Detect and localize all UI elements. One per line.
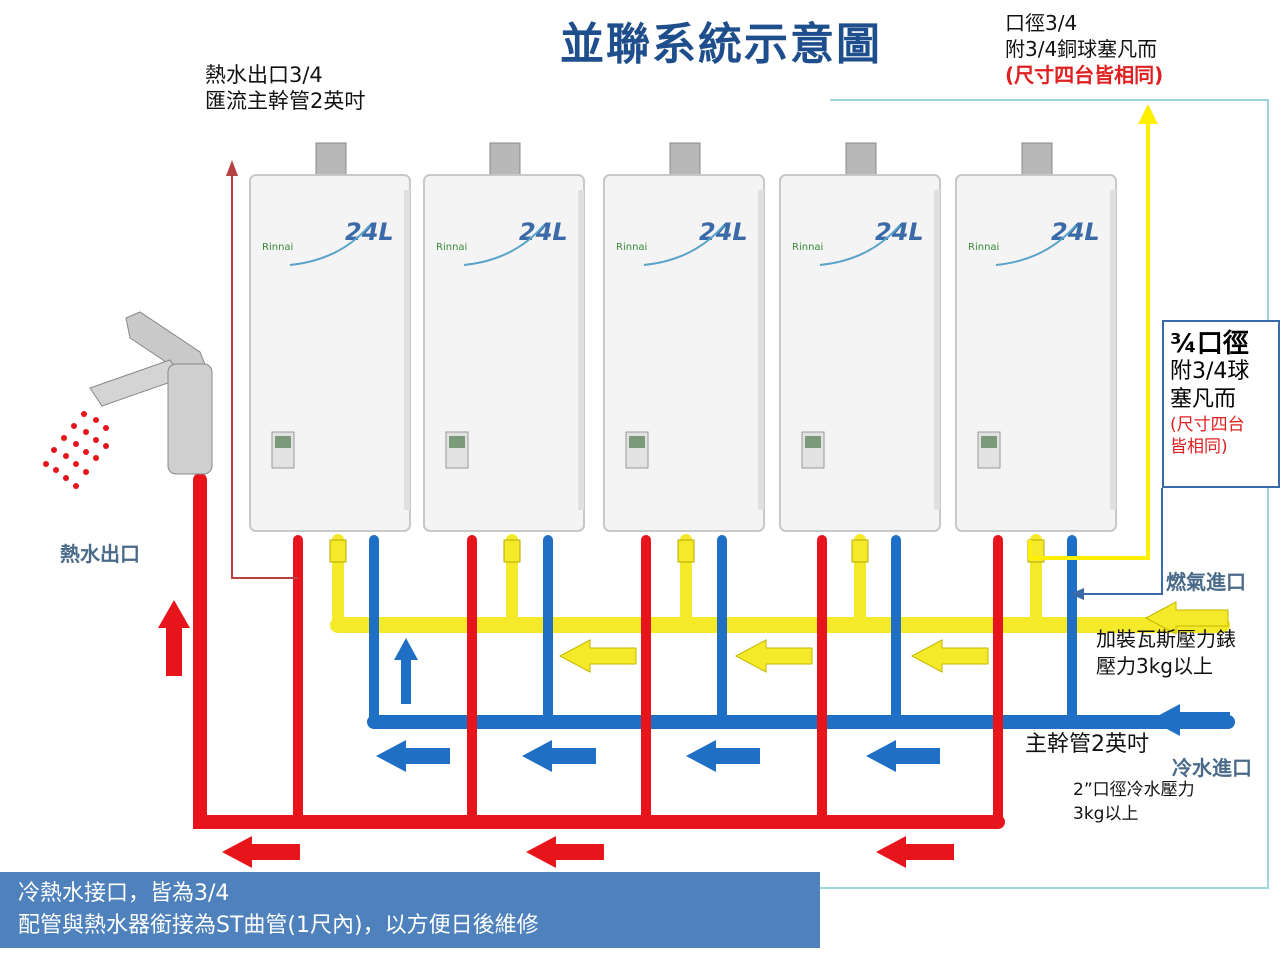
valve-label-line3: (尺寸四台皆相同) <box>1005 63 1164 87</box>
swoosh <box>643 224 725 266</box>
gas-valve <box>677 539 695 563</box>
side-vent <box>578 190 584 510</box>
swoosh <box>463 224 545 266</box>
valve-callout-box: ¾口徑 附3/4球 塞凡而 (尺寸四台 皆相同) <box>1162 320 1280 488</box>
gas-gauge-line2: 壓力3kg以上 <box>1096 654 1214 678</box>
flue-pipe <box>845 142 877 180</box>
hot-outlet-label-line2: 匯流主幹管2英吋 <box>205 89 366 113</box>
callout-line4: (尺寸四台 <box>1170 415 1245 435</box>
brand-logo: Rinnai <box>436 242 467 253</box>
heater-unit-3: Rinnai 24L <box>603 142 765 532</box>
gas-flow-arrow <box>558 639 637 673</box>
swoosh <box>289 224 371 266</box>
display-screen <box>981 436 997 448</box>
frame-line <box>820 99 1269 889</box>
gas-inlet-label: 燃氣進口 <box>1166 570 1246 594</box>
cold-flow-arrow <box>686 740 760 772</box>
hot-water-piping <box>193 473 1005 829</box>
brand-logo: Rinnai <box>792 242 823 253</box>
display-screen <box>805 436 821 448</box>
callout-line3: 塞凡而 <box>1170 387 1237 412</box>
gas-flow-arrow <box>734 639 813 673</box>
cold-inlet-arrow <box>1150 704 1230 736</box>
gas-gauge-line1: 加裝瓦斯壓力錶 <box>1096 627 1236 651</box>
cold-pressure-line2: 3kg以上 <box>1073 804 1139 824</box>
callout-leader-head <box>1070 588 1084 600</box>
valve-label-line2: 附3/4銅球塞凡而 <box>1005 37 1158 61</box>
cold-flow-arrow <box>376 740 450 772</box>
cold-flow-arrow <box>522 740 596 772</box>
gas-valve <box>851 539 869 563</box>
cold-flow-arrows <box>376 638 1230 772</box>
brand-logo: Rinnai <box>968 242 999 253</box>
hot-outlet-left-label: 熱水出口 <box>60 542 140 566</box>
valve-label: 口徑3/4 附3/4銅球塞凡而 (尺寸四台皆相同) <box>1005 10 1163 88</box>
hot-flow-arrow <box>222 836 300 868</box>
faucet-body <box>167 363 213 475</box>
faucet-icon <box>43 311 213 489</box>
gas-valves <box>329 539 1045 563</box>
hot-outlet-leader-head <box>226 160 238 176</box>
note-line1: 冷熱水接口，皆為3/4 <box>18 881 230 906</box>
hot-outlet-label: 熱水出口3/4 匯流主幹管2英吋 <box>205 62 365 114</box>
cold-pressure-label: 2”口徑冷水壓力 3kg以上 <box>1073 778 1195 826</box>
heater-unit-5: Rinnai 24L <box>955 142 1117 532</box>
gas-flow-arrow <box>910 639 989 673</box>
valve-leader-head <box>1138 104 1158 124</box>
cold-water-piping <box>367 535 1235 729</box>
callout-line1: ¾口徑 <box>1170 329 1249 359</box>
flue-pipe <box>669 142 701 180</box>
cold-pressure-line1: 2”口徑冷水壓力 <box>1073 780 1195 800</box>
hot-outlet-label-line1: 熱水出口3/4 <box>205 63 323 87</box>
cold-flow-arrow <box>866 740 940 772</box>
installation-note: 冷熱水接口，皆為3/4 配管與熱水器銜接為ST曲管(1尺內)，以方便日後維修 <box>0 872 820 948</box>
side-vent <box>758 190 764 510</box>
callout-line2: 附3/4球 <box>1170 359 1250 384</box>
flue-pipe <box>315 142 347 180</box>
display-screen <box>629 436 645 448</box>
side-vent <box>934 190 940 510</box>
main-pipe-label: 主幹管2英吋 <box>1025 732 1149 757</box>
gas-inlet-arrow <box>1144 601 1229 635</box>
valve-label-line1: 口徑3/4 <box>1005 11 1078 35</box>
diagram-title: 並聯系統示意圖 <box>560 19 882 70</box>
heater-unit-4: Rinnai 24L <box>779 142 941 532</box>
hot-flow-arrow <box>876 836 954 868</box>
hot-outlet-leader <box>231 166 298 579</box>
hot-flow-arrow <box>526 836 604 868</box>
flue-pipe <box>489 142 521 180</box>
cold-inlet-label: 冷水進口 <box>1172 756 1252 780</box>
display-screen <box>449 436 465 448</box>
gas-valve <box>503 539 521 563</box>
brand-logo: Rinnai <box>262 242 293 253</box>
valve-leader <box>1028 112 1150 560</box>
hot-flow-arrows <box>158 600 954 868</box>
callout-line5: 皆相同) <box>1170 437 1228 457</box>
gas-valve <box>329 539 347 563</box>
note-line2: 配管與熱水器銜接為ST曲管(1尺內)，以方便日後維修 <box>18 913 539 938</box>
display-screen <box>275 436 291 448</box>
hot-main-pipe <box>193 473 1005 829</box>
heater-unit-1: Rinnai 24L <box>249 142 411 532</box>
swoosh <box>995 224 1077 266</box>
cold-up-arrow <box>394 638 418 704</box>
side-vent <box>1110 190 1116 510</box>
gas-flow-arrows <box>558 601 1229 673</box>
heater-unit-2: Rinnai 24L <box>423 142 585 532</box>
callout-leader <box>1076 488 1163 595</box>
side-vent <box>404 190 410 510</box>
flue-pipe <box>1021 142 1053 180</box>
water-spray-icon <box>43 411 109 489</box>
swoosh <box>819 224 901 266</box>
hot-up-arrow <box>158 600 190 676</box>
gas-gauge-label: 加裝瓦斯壓力錶 壓力3kg以上 <box>1096 626 1236 680</box>
brand-logo: Rinnai <box>616 242 647 253</box>
